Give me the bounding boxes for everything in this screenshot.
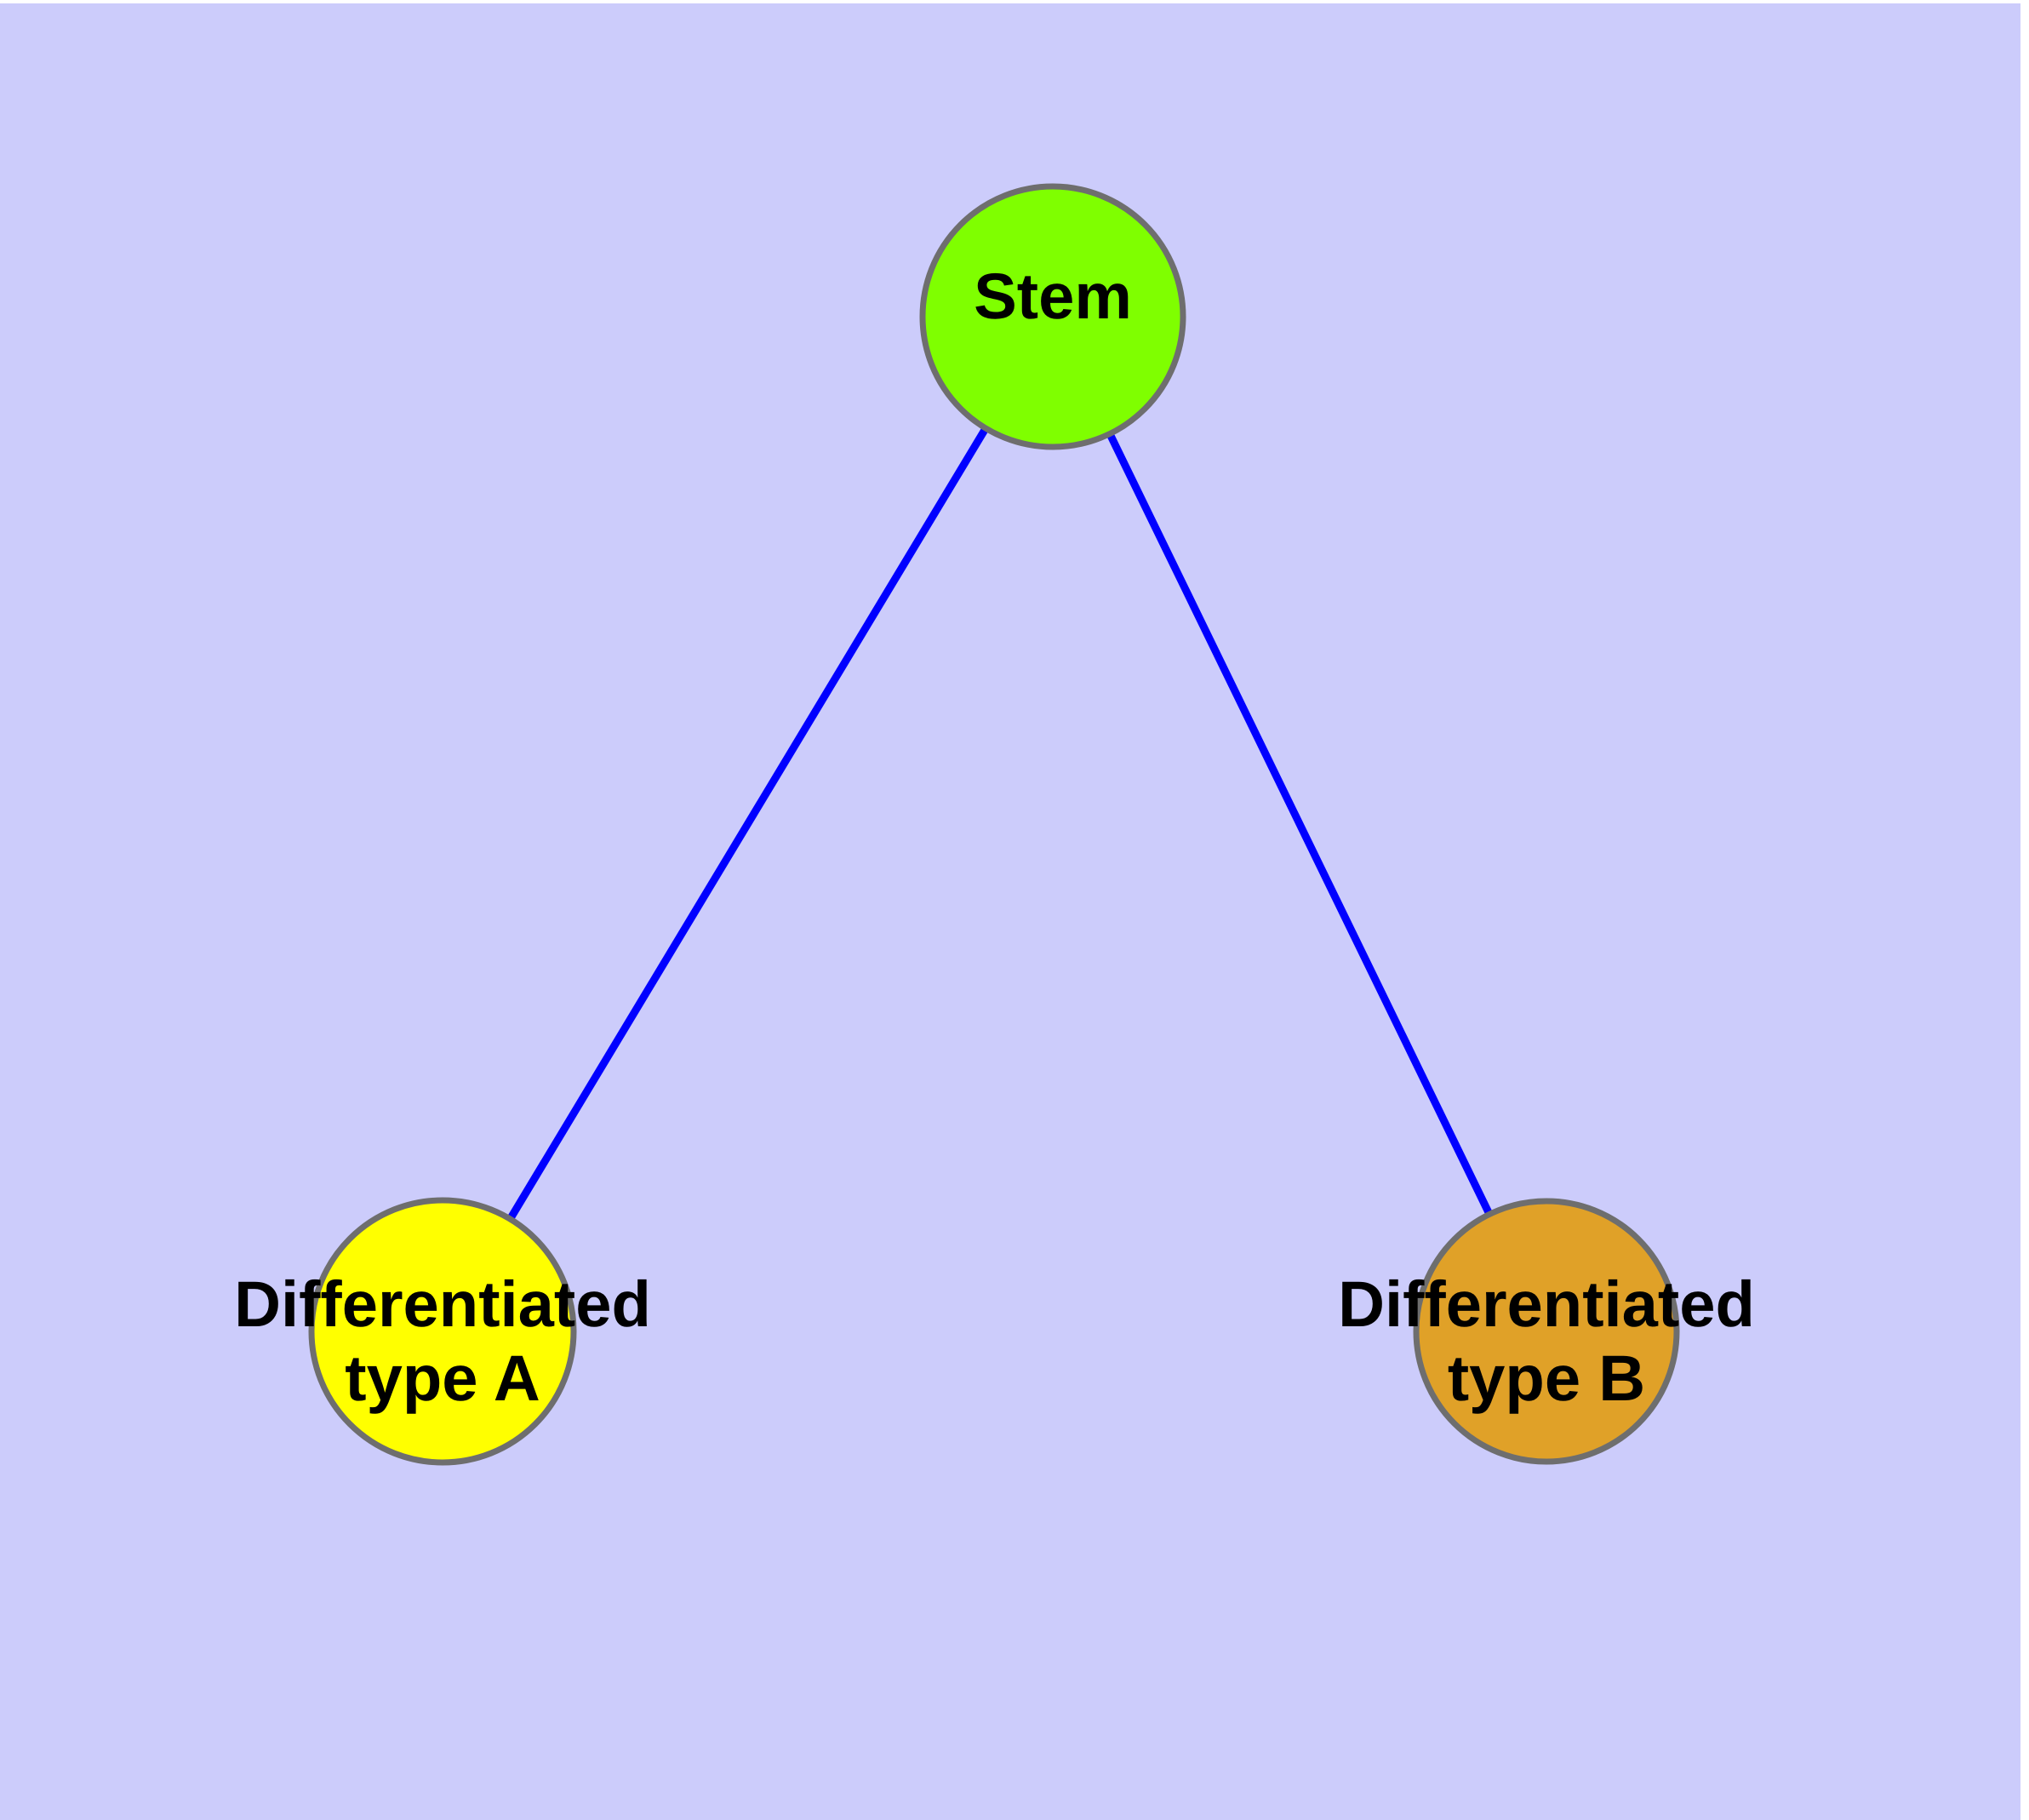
node-layer [308,183,1680,1466]
node-stem[interactable] [919,183,1186,450]
node-differentiated-type-a[interactable] [308,1197,577,1466]
edge-stem-to-differentiated-type-b[interactable] [1049,315,1551,1333]
edge-stem-to-differentiated-type-a[interactable] [439,314,1056,1334]
node-differentiated-type-b[interactable] [1413,1198,1680,1465]
edge-layer [439,314,1551,1334]
